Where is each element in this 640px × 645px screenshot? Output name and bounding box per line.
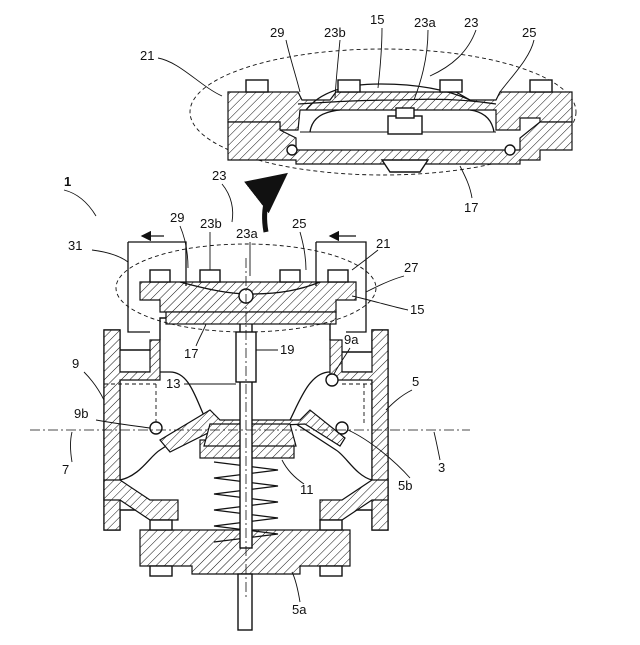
detail-view [190,49,576,175]
label-15: 15 [410,302,424,317]
label-5: 5 [412,374,419,389]
drain-spindle [238,574,252,630]
detail-labels: 21 29 23b 15 23a 23 25 17 [140,12,536,215]
detail-center-nut [382,108,428,172]
detail-diaphragm-curve [310,110,340,132]
bottom-bolt-top-right [320,520,342,530]
detail-diaphragm-curve-right [470,110,494,132]
port-9b [150,422,162,434]
actuator-lower-plate [166,312,336,324]
label-5b: 5b [398,478,412,493]
label-23a: 23a [236,226,258,241]
label-21: 21 [376,236,390,251]
label-25-detail: 25 [522,25,536,40]
label-23: 23 [212,168,226,183]
detail-bolts [246,80,552,92]
label-23b-detail: 23b [324,25,346,40]
label-13: 13 [166,376,180,391]
port-9a [326,374,338,386]
label-19: 19 [280,342,294,357]
label-23a-detail: 23a [414,15,436,30]
bottom-bolt-left [150,566,172,576]
label-9a: 9a [344,332,359,347]
detail-seal-right [505,145,515,155]
label-9: 9 [72,356,79,371]
label-1: 1 [64,174,71,189]
label-21-detail: 21 [140,48,154,63]
label-17: 17 [184,346,198,361]
detail-pointer-arrow [265,176,284,232]
label-17-detail: 17 [464,200,478,215]
label-5a: 5a [292,602,307,617]
actuator-bolts [150,270,348,282]
label-23-detail: 23 [464,15,478,30]
label-7: 7 [62,462,69,477]
bottom-bolt-top-left [150,520,172,530]
bottom-bolt-right [320,566,342,576]
label-29: 29 [170,210,184,225]
label-23b: 23b [200,216,222,231]
label-31: 31 [68,238,82,253]
label-11: 11 [300,482,314,497]
label-29-detail: 29 [270,25,284,40]
detail-seal-left [287,145,297,155]
port-5b [336,422,348,434]
label-27: 27 [404,260,418,275]
label-15-detail: 15 [370,12,384,27]
label-9b: 9b [74,406,88,421]
label-25: 25 [292,216,306,231]
label-3: 3 [438,460,445,475]
